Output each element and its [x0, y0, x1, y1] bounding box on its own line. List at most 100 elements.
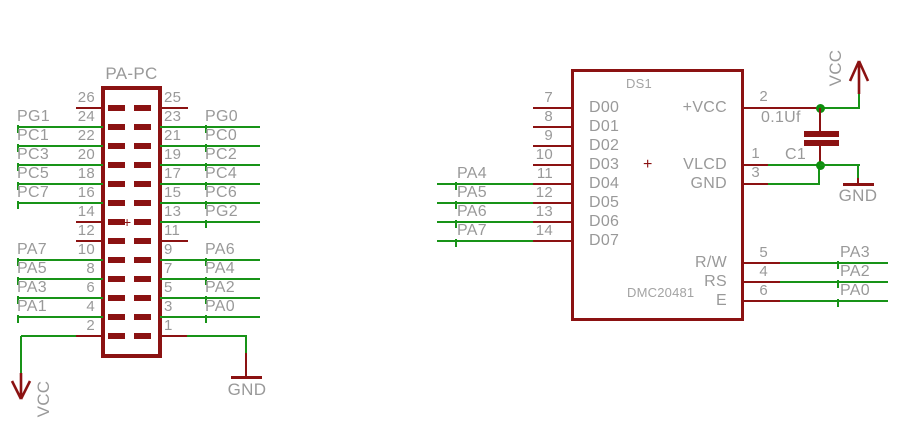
pin-number: 6 [759, 282, 768, 299]
label-tick [17, 125, 19, 133]
net-label: PA7 [17, 241, 47, 258]
pin-number: 10 [77, 241, 95, 258]
label-tick [455, 201, 457, 209]
pin-number: 26 [77, 89, 95, 106]
capacitor-value: 0.1Uf [761, 109, 801, 126]
net-label: PA0 [205, 298, 235, 315]
label-tick [205, 277, 207, 285]
ic-body [571, 69, 744, 321]
capacitor-lead [819, 108, 821, 131]
label-tick [205, 220, 207, 228]
net-label: PC2 [205, 146, 238, 163]
net-wire [818, 166, 820, 184]
pin-stub [76, 221, 103, 223]
label-tick [205, 144, 207, 152]
net-label: PG1 [17, 108, 50, 125]
ic-designator: DS1 [626, 76, 652, 91]
net-wire [17, 164, 103, 166]
label-tick [455, 239, 457, 247]
net-wire [437, 221, 533, 223]
net-wire [160, 278, 260, 280]
net-wire [160, 183, 260, 185]
label-tick [205, 182, 207, 190]
pin-number: 3 [751, 164, 760, 181]
pin-number: 22 [77, 127, 95, 144]
vcc-net-label: VCC [826, 49, 845, 87]
label-tick [17, 277, 19, 285]
pin-number: 13 [164, 203, 182, 220]
pin-name: D06 [589, 213, 620, 230]
net-label: PA3 [17, 279, 47, 296]
net-wire [17, 259, 103, 261]
net-label: PG2 [205, 203, 238, 220]
net-wire [245, 336, 247, 353]
net-label: PA1 [17, 298, 47, 315]
pin-number: 8 [86, 260, 95, 277]
net-wire [17, 297, 103, 299]
pin-number: 11 [164, 222, 181, 239]
net-wire [17, 183, 103, 185]
pin-number: 4 [759, 263, 768, 280]
net-wire [160, 145, 260, 147]
pin-name: D04 [589, 175, 620, 192]
vcc-arrow-icon [848, 60, 870, 94]
pin-name: D05 [589, 194, 620, 211]
pin-stub [533, 164, 572, 166]
pin-stub [160, 240, 188, 242]
net-label: PC5 [17, 165, 50, 182]
net-wire [744, 107, 820, 109]
net-label: PC1 [17, 127, 50, 144]
net-wire [21, 335, 76, 337]
capacitor-ref: C1 [785, 146, 807, 163]
net-label: PC6 [205, 184, 238, 201]
net-wire [858, 92, 860, 108]
label-tick [837, 280, 839, 288]
net-wire [820, 107, 860, 109]
connector-origin-mark: + [123, 214, 132, 230]
label-tick [17, 144, 19, 152]
label-tick [205, 125, 207, 133]
net-wire [768, 164, 820, 166]
pin-number: 5 [164, 279, 173, 296]
pin-number: 11 [536, 165, 553, 182]
pin-stub [76, 107, 103, 109]
net-wire [187, 335, 247, 337]
pin-number: 19 [164, 146, 182, 163]
net-wire [160, 221, 260, 223]
net-label: PA7 [457, 222, 487, 239]
pin-stub [76, 335, 103, 337]
capacitor-plate [804, 140, 839, 146]
pin-name: RS [704, 273, 727, 290]
net-wire [437, 202, 533, 204]
pin-number: 3 [164, 298, 173, 315]
capacitor-plate [804, 131, 839, 137]
net-label: PA2 [205, 279, 235, 296]
net-label: PA0 [840, 282, 870, 299]
pin-stub [533, 126, 572, 128]
label-tick [17, 182, 19, 190]
net-wire [160, 297, 260, 299]
pin-stub [533, 145, 572, 147]
label-tick [205, 296, 207, 304]
pin-stub [533, 183, 572, 185]
net-label: PG0 [205, 108, 238, 125]
pin-number: 8 [544, 108, 553, 125]
label-tick [837, 299, 839, 307]
net-wire [160, 164, 260, 166]
pin-stub [744, 300, 780, 302]
gnd-symbol [843, 183, 874, 186]
connector-pads-right [134, 105, 151, 341]
pin-number: 25 [164, 89, 182, 106]
pin-number: 17 [164, 165, 182, 182]
label-tick [837, 261, 839, 269]
net-label: PA5 [17, 260, 47, 277]
pin-number: 4 [86, 298, 95, 315]
pin-name: GND [690, 175, 727, 192]
capacitor-lead [819, 146, 821, 165]
label-tick [17, 315, 19, 323]
pin-name: R/W [694, 254, 727, 271]
net-label: PA6 [205, 241, 235, 258]
pin-number: 21 [164, 127, 182, 144]
net-label: PA3 [840, 244, 870, 261]
net-label: PA5 [457, 184, 487, 201]
